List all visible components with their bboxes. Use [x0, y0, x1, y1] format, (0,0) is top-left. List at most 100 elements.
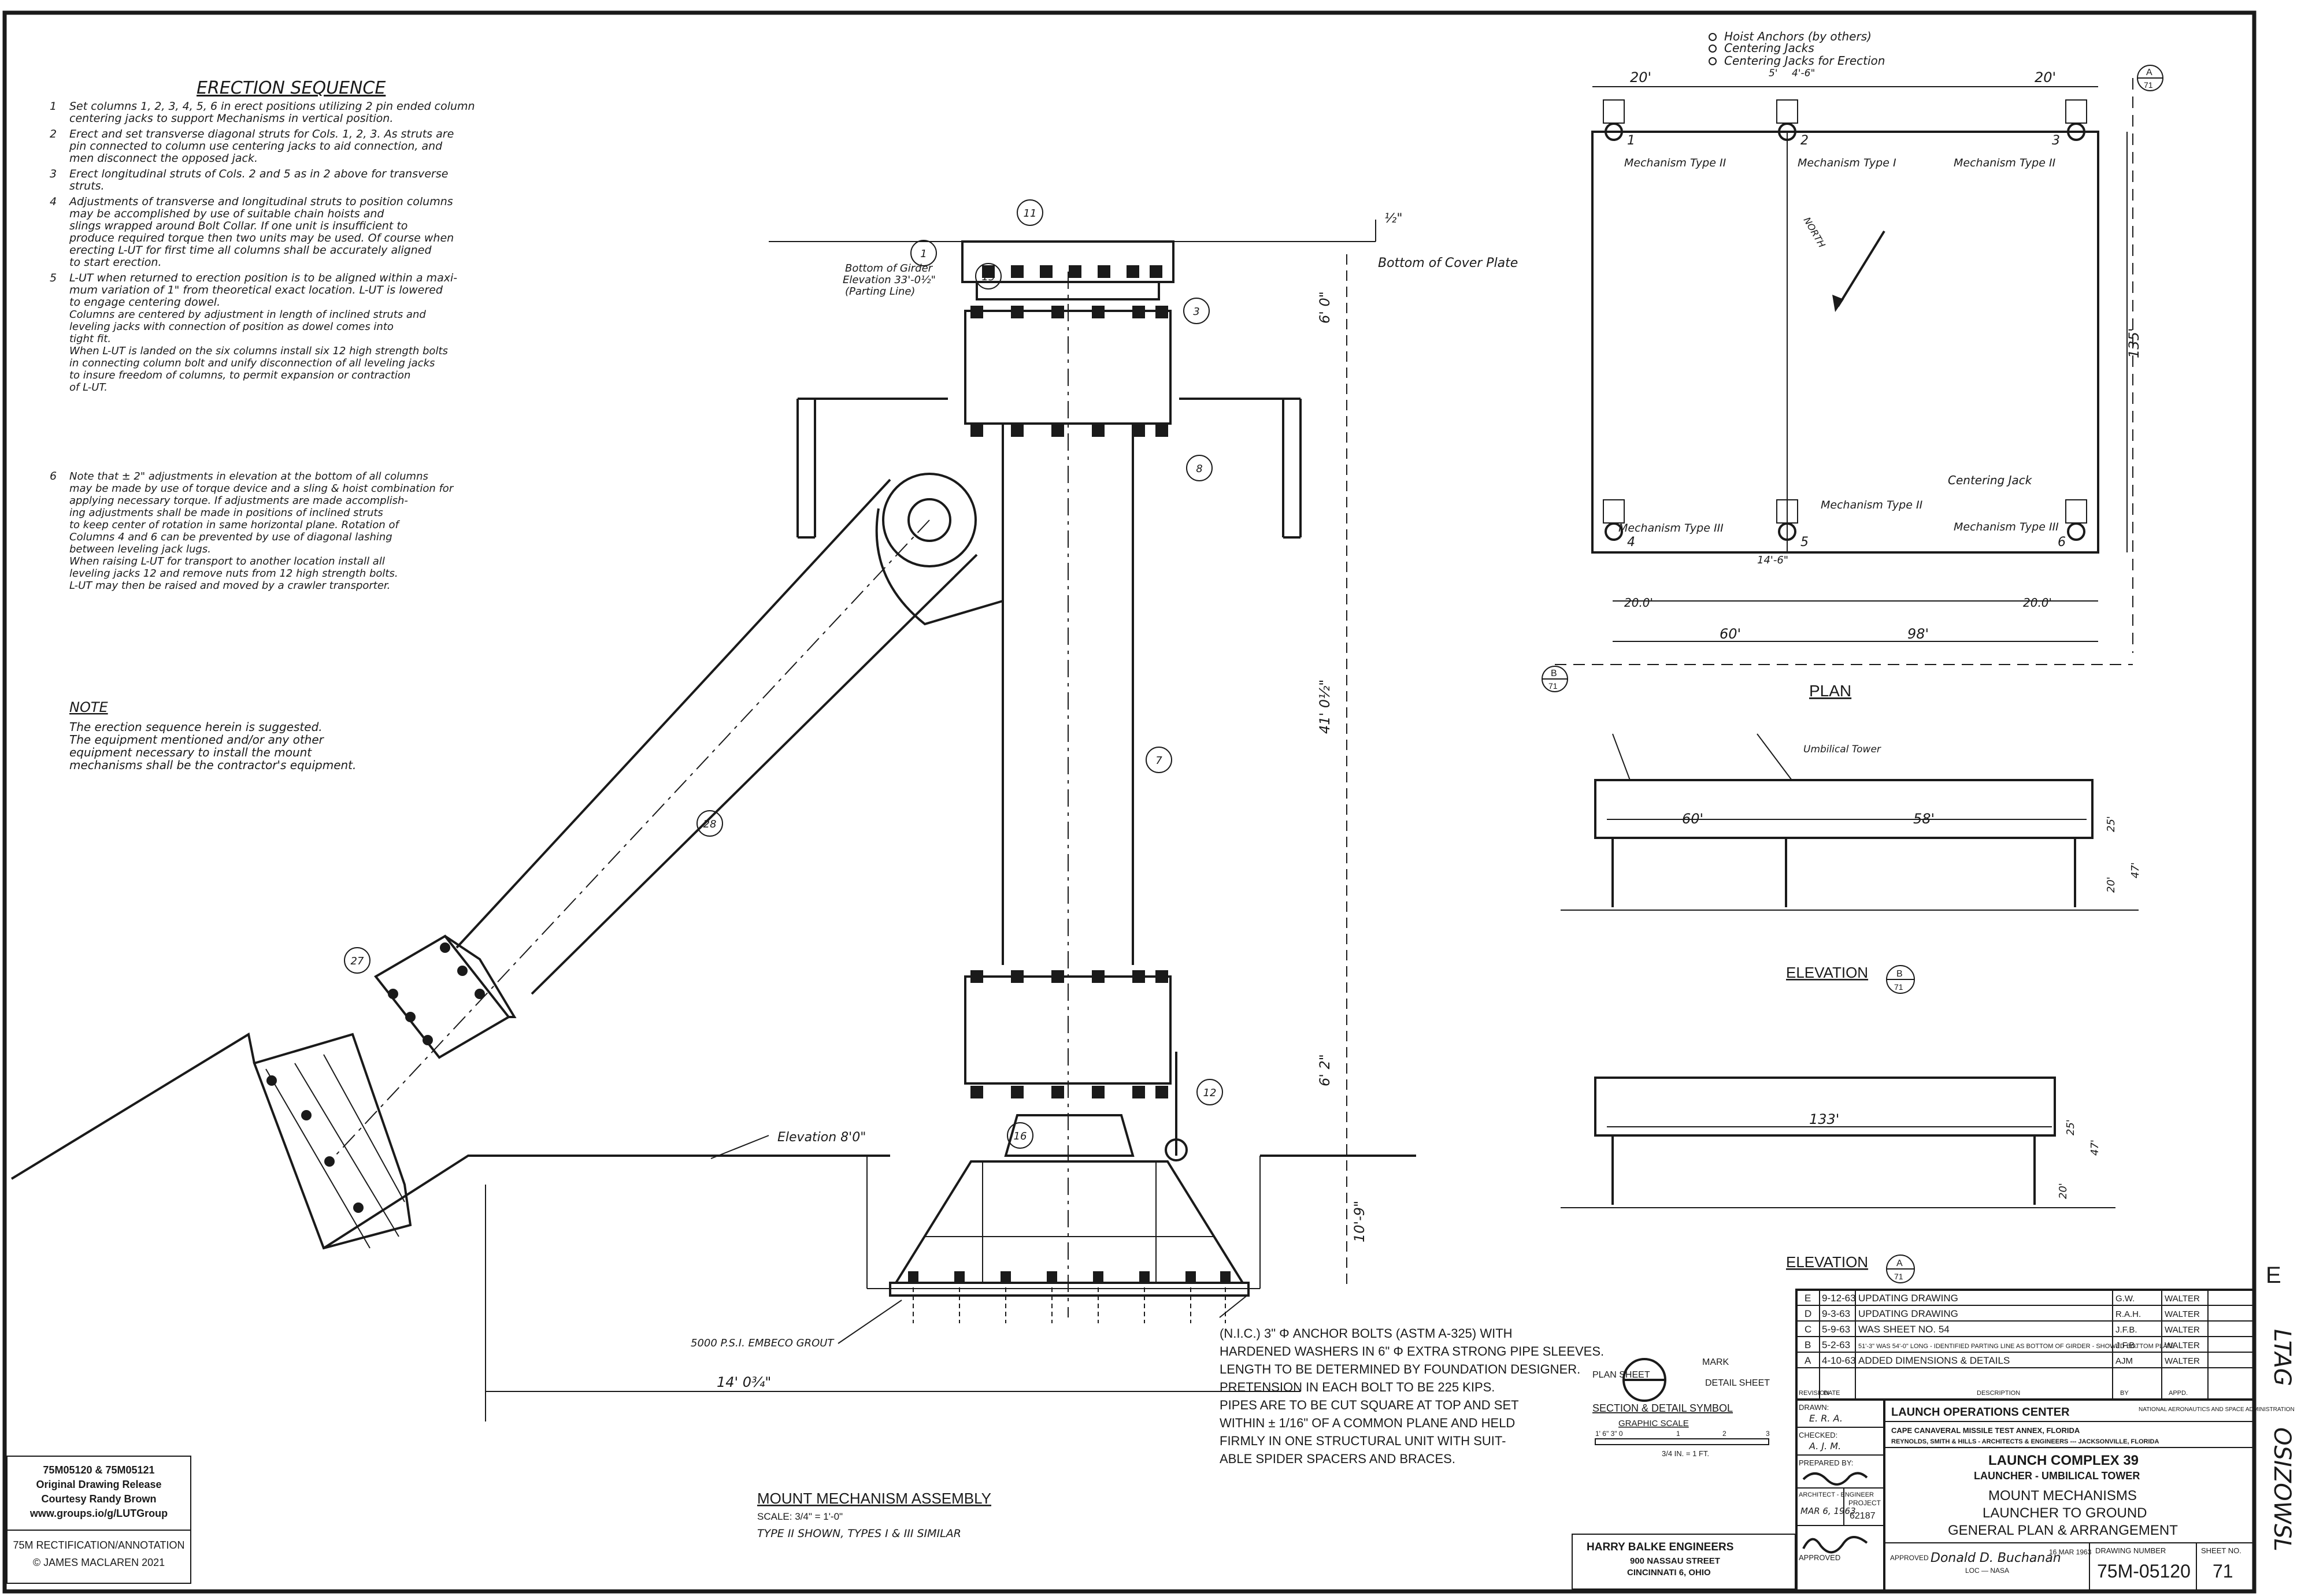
section-a-sheet: 71 — [2144, 80, 2153, 90]
rev-date: 4-10-63 — [1822, 1355, 1856, 1366]
harry-balke-stamp: HARRY BALKE ENGINEERS 900 NASSAU STREET … — [1572, 1534, 1796, 1590]
elev-a-dim-47: 47' — [2089, 1140, 2101, 1156]
plan-column-label: 4 — [1627, 535, 1635, 550]
edge-text-1: LTAG — [2269, 1329, 2295, 1386]
elev-a-title: ELEVATION — [1786, 1253, 1868, 1271]
erection-sequence-title: ERECTION SEQUENCE — [197, 78, 386, 98]
callout-bubble — [975, 263, 1002, 289]
elev-b-dim-58: 58' — [1913, 811, 1935, 827]
step-number: 4 — [50, 195, 57, 208]
rev-appd: WALTER — [2165, 1356, 2200, 1366]
step-line: slings wrapped around Bolt Collar. If on… — [69, 220, 407, 232]
drawn-label: DRAWN: — [1799, 1403, 1829, 1412]
title-line-2: LAUNCHER TO GROUND — [1983, 1505, 2147, 1521]
rev-description: WAS SHEET NO. 54 — [1858, 1324, 1950, 1335]
step-line: Erect longitudinal struts of Cols. 2 and… — [69, 168, 448, 180]
scale-tick-2: 2 — [1722, 1430, 1726, 1438]
elevation-b-view: Umbilical Tower 60' 58' 25' 47' 20' ELEV… — [1561, 733, 2141, 994]
elev-b-dim-47: 47' — [2129, 862, 2141, 878]
callout-number: 12 — [1203, 1087, 1217, 1099]
harry-balke-city: CINCINNATI 6, OHIO — [1627, 1568, 1711, 1578]
approved-signature — [1802, 1536, 1868, 1554]
plan-dim-14-6: 14'-6" — [1757, 554, 1788, 566]
callout-bubble — [1007, 1122, 1033, 1149]
rev-header: REVISION — [1799, 1390, 1829, 1397]
plan-dim-20-right: 20' — [2035, 69, 2056, 86]
bolt-head — [1092, 306, 1105, 318]
note6-line: may be made by use of torque device and … — [69, 482, 454, 495]
base-plate — [889, 1282, 1250, 1297]
callout-bubble — [1146, 747, 1172, 773]
anchor-bracket — [253, 1033, 412, 1250]
leveling-jack-eye — [1165, 1138, 1188, 1161]
strut-bolt — [440, 942, 450, 953]
plan-column-jack — [2065, 499, 2087, 524]
bolt-head — [1051, 424, 1064, 437]
mech-label-2: Mechanism Type I — [1798, 157, 1896, 169]
strut-bolt — [457, 966, 468, 976]
anchor-nut — [1093, 1271, 1103, 1282]
rev-by: AJM — [2115, 1356, 2133, 1366]
grout-label: 5000 P.S.I. EMBECO GROUT — [691, 1337, 835, 1349]
rev-header: BY — [2120, 1390, 2129, 1397]
section-a-letter: A — [2146, 68, 2152, 77]
step-line: to engage centering dowel. — [69, 296, 220, 309]
grout-leader — [838, 1300, 902, 1344]
callout-number: 7 — [1155, 755, 1162, 767]
note-text-line: equipment necessary to install the mount — [69, 745, 312, 759]
elev-b-tower-right — [1757, 733, 1792, 781]
elev-b-mark: B — [1896, 969, 1903, 979]
credit-line-2: Original Drawing Release — [36, 1479, 161, 1490]
legend-item: Centering Jacks — [1724, 41, 1814, 55]
symbol-plan-sheet: PLAN SHEET — [1592, 1370, 1650, 1380]
vdim-6-2: 6' 2" — [1317, 1054, 1333, 1086]
callout-number: 15 — [982, 271, 995, 283]
credits-box: 75M05120 & 75M05121 Original Drawing Rel… — [6, 1456, 191, 1584]
assembly-scale: SCALE: 3/4" = 1'-0" — [757, 1511, 843, 1522]
bolt-head — [1092, 1086, 1105, 1098]
scale-tick-0: 1' 6" 3" 0 — [1595, 1430, 1623, 1438]
step-number: 2 — [50, 128, 57, 140]
bolt-head — [1155, 970, 1168, 983]
harry-balke-box — [1572, 1534, 1796, 1590]
anchor-nut — [1139, 1271, 1150, 1282]
symbol-mark: MARK — [1702, 1357, 1729, 1367]
checked-label: CHECKED: — [1799, 1431, 1837, 1439]
step-line: centering jacks to support Mechanisms in… — [69, 112, 393, 125]
lower-housing — [964, 975, 1172, 1085]
anchor-note-line: PIPES ARE TO BE CUT SQUARE AT TOP AND SE… — [1220, 1398, 1519, 1412]
elev-b-tower-left — [1612, 733, 1631, 781]
callout-number: 3 — [1193, 306, 1199, 318]
edge-text-2: OSIZOWSL — [2269, 1427, 2295, 1552]
callout-bubble — [1186, 455, 1213, 481]
credit-line-5: 75M RECTIFICATION/ANNOTATION — [13, 1539, 184, 1551]
note-b-line: in connecting column bolt and unify disc… — [69, 357, 435, 369]
vdim-10: 10'-9" — [1351, 1201, 1368, 1242]
bolt-head — [1051, 1086, 1064, 1098]
checked-value: A. J. M. — [1809, 1441, 1841, 1452]
north-label: NORTH — [1802, 216, 1828, 250]
bolt-head — [1069, 265, 1081, 278]
anchor-nut — [1047, 1271, 1057, 1282]
plan-dim-60: 60' — [1720, 626, 1741, 642]
firm-label: REYNOLDS, SMITH & HILLS - ARCHITECTS & E… — [1891, 1438, 2159, 1445]
plan-dim-20-right-b: 20.0' — [2023, 596, 2052, 610]
centering-jack-label: Centering Jack — [1948, 473, 2033, 487]
rev-header: DATE — [1824, 1390, 1840, 1397]
plan-column-jack — [1603, 99, 1625, 124]
note-b-line: of L-UT. — [69, 381, 108, 394]
symbol-title: SECTION & DETAIL SYMBOL — [1592, 1402, 1733, 1414]
credit-line-1: 75M05120 & 75M05121 — [43, 1464, 154, 1476]
step-line: mum variation of 1" from theoretical exa… — [69, 284, 443, 296]
title-line-1: MOUNT MECHANISMS — [1988, 1488, 2137, 1504]
anchor-nut — [1001, 1271, 1011, 1282]
plan-title: PLAN — [1809, 682, 1851, 700]
mech-label-4: Mechanism Type III — [1618, 522, 1724, 535]
umbilical-label: Umbilical Tower — [1803, 744, 1881, 755]
bolt-head — [1155, 424, 1168, 437]
step-number: 6 — [50, 470, 57, 482]
callout-bubble — [1196, 1079, 1223, 1105]
callout-number: 11 — [1024, 207, 1037, 220]
